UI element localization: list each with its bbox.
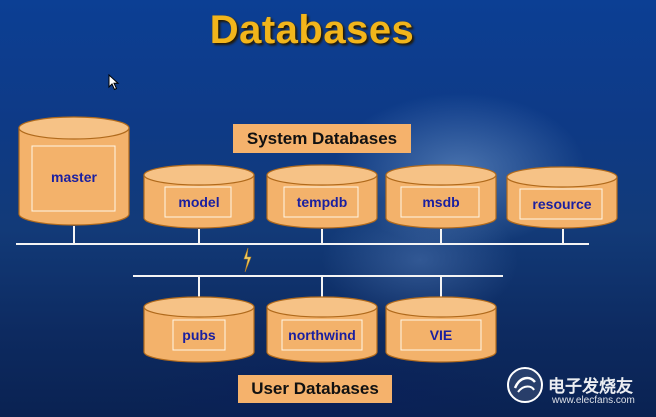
- cylinder-icon: [506, 166, 618, 229]
- cylinder-icon: [143, 164, 255, 229]
- db-vie: VIE: [385, 296, 497, 364]
- cylinder-icon: [143, 296, 255, 363]
- connector-line: [440, 229, 442, 244]
- lightning-icon: [243, 247, 252, 273]
- user-databases-label: User Databases: [238, 375, 392, 403]
- connector-line: [198, 276, 200, 298]
- cylinder-icon: [266, 164, 378, 229]
- connector-line: [321, 276, 323, 298]
- db-label-model: model: [178, 194, 220, 210]
- db-label-tempdb: tempdb: [296, 194, 348, 210]
- db-label-msdb: msdb: [422, 194, 460, 210]
- db-resource: resource: [506, 166, 618, 230]
- db-master: master: [18, 116, 130, 226]
- page-title: Databases: [209, 8, 415, 52]
- db-label-vie: VIE: [429, 327, 453, 343]
- connector-line: [198, 229, 200, 244]
- cylinder-icon: [385, 296, 497, 363]
- db-msdb: msdb: [385, 164, 497, 230]
- db-label-resource: resource: [532, 196, 592, 212]
- watermark-text: 电子发烧友: [548, 377, 633, 396]
- connector-line: [440, 276, 442, 298]
- db-label-master: master: [51, 169, 97, 185]
- cylinder-icon: [18, 116, 130, 226]
- system-databases-label: System Databases: [233, 124, 411, 153]
- db-northwind: northwind: [266, 296, 378, 364]
- db-label-pubs: pubs: [182, 327, 216, 343]
- db-pubs: pubs: [143, 296, 255, 364]
- db-tempdb: tempdb: [266, 164, 378, 230]
- mouse-cursor-icon: [108, 74, 120, 91]
- watermark-logo-icon: [507, 367, 543, 403]
- watermark-url: www.elecfans.com: [552, 395, 635, 406]
- connector-line: [321, 229, 323, 244]
- connector-line: [562, 229, 564, 244]
- db-label-northwind: northwind: [288, 327, 356, 343]
- user-bus-line: [133, 275, 503, 277]
- cylinder-icon: [385, 164, 497, 229]
- db-model: model: [143, 164, 255, 230]
- system-bus-line: [16, 243, 589, 245]
- connector-line: [73, 226, 75, 244]
- cylinder-icon: [266, 296, 378, 363]
